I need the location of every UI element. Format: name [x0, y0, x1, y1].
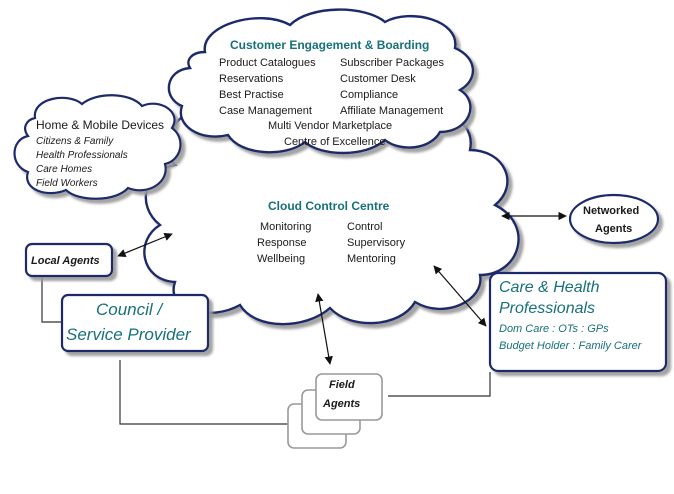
council-box: [60, 293, 210, 353]
engagement-footer-item: Centre of Excellence: [284, 136, 386, 148]
arrow-local-agents-cloud: [117, 232, 173, 258]
home-devices-item: Health Professionals: [36, 150, 128, 161]
local-agents-label: Local Agents: [31, 255, 100, 267]
arrow-cloud-field-agents: [315, 293, 333, 365]
care-professionals-box: [488, 271, 668, 373]
field-agents-to-care-line: [388, 372, 491, 397]
field-agents-line1: Field: [329, 379, 355, 391]
council-to-local-agents-line: [41, 268, 62, 323]
home-devices-item: Citizens & Family: [36, 136, 114, 147]
control-centre-left-item: Wellbeing: [257, 253, 306, 265]
council-to-field-agents-line: [119, 360, 290, 425]
care-detail-line2: Budget Holder : Family Carer: [499, 340, 642, 352]
networked-agents-shape: [568, 193, 660, 245]
care-detail-line1: Dom Care : OTs : GPs: [499, 323, 609, 335]
engagement-right-item: Compliance: [340, 89, 399, 101]
arrow-cloud-care-professionals: [433, 265, 487, 327]
home-devices-item: Care Homes: [36, 164, 93, 175]
control-centre-left-item: Monitoring: [260, 221, 312, 233]
engagement-left-item: Best Practise: [219, 89, 284, 101]
control-centre-left-item: Response: [257, 237, 307, 249]
engagement-footer-item: Multi Vendor Marketplace: [268, 120, 393, 132]
home-devices-title: Home & Mobile Devices: [36, 118, 165, 132]
engagement-right-item: Affiliate Management: [340, 105, 444, 117]
engagement-left-item: Case Management: [219, 105, 312, 117]
control-centre-right-item: Supervisory: [347, 237, 406, 249]
engagement-right-item: Customer Desk: [340, 73, 416, 85]
networked-agents-label-line1: Networked: [583, 205, 640, 217]
cloud-engagement-shape: [167, 8, 475, 155]
control-centre-right-item: Mentoring: [347, 253, 396, 265]
networked-agents-label-line2: Agents: [595, 223, 633, 235]
control-centre-title: Cloud Control Centre: [268, 199, 390, 213]
engagement-title: Customer Engagement & Boarding: [230, 38, 430, 52]
local-agents-box: [24, 242, 114, 278]
care-title-line1: Care & Health: [499, 279, 600, 296]
home-devices-item: Field Workers: [36, 178, 98, 189]
care-title-line2: Professionals: [499, 300, 596, 317]
engagement-right-item: Subscriber Packages: [340, 57, 444, 69]
engagement-left-item: Product Catalogues: [219, 57, 316, 69]
council-line2: Service Provider: [66, 325, 191, 344]
field-agents-box: [315, 373, 383, 421]
field-agents-line2: Agents: [323, 398, 361, 410]
engagement-left-item: Reservations: [219, 73, 284, 85]
cloud-home-devices-shape: [13, 94, 182, 200]
council-line1: Council /: [96, 300, 163, 319]
control-centre-right-item: Control: [347, 221, 383, 233]
